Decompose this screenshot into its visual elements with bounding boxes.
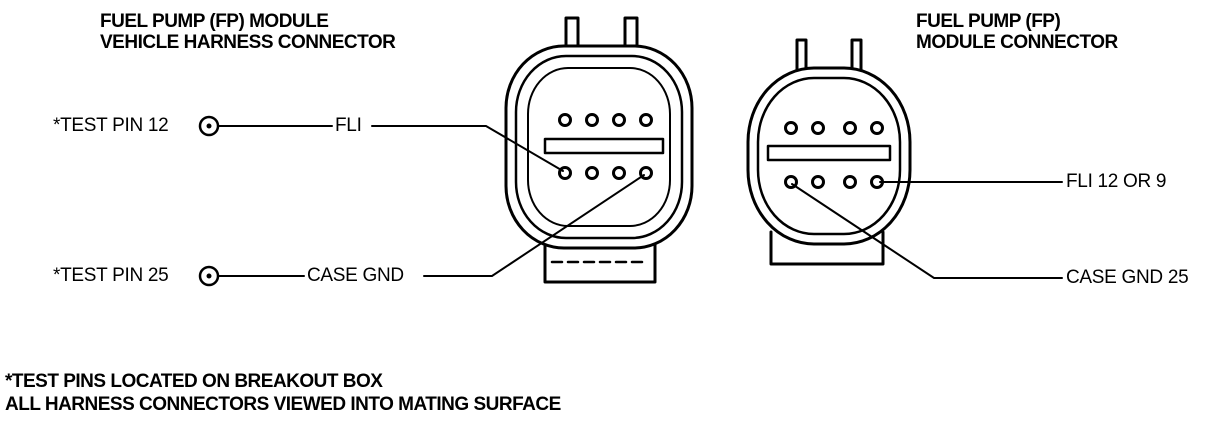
harness-shell-outer: [504, 44, 694, 250]
module-pin: [811, 175, 825, 189]
module-peg-left: [795, 38, 808, 74]
module-fli-label: FLI 12 OR 9: [1066, 171, 1167, 192]
harness-fli-label: FLI: [335, 115, 362, 136]
harness-pin: [558, 113, 572, 127]
harness-base: [543, 236, 657, 284]
module-pin: [784, 121, 798, 135]
module-pin-case-gnd: [784, 175, 798, 189]
harness-pin: [612, 166, 626, 180]
wire-module-case-gnd: [791, 183, 1063, 279]
module-shell-inner: [756, 76, 902, 236]
module-peg-right: [850, 38, 863, 74]
harness-pin: [612, 113, 626, 127]
harness-latch-left: [564, 16, 580, 58]
module-case-gnd-label: CASE GND 25: [1066, 267, 1189, 288]
harness-pin-case-gnd: [639, 166, 653, 180]
footnote-viewing: ALL HARNESS CONNECTORS VIEWED INTO MATIN…: [5, 394, 561, 415]
wire-harness-fli: [371, 125, 564, 172]
test-pin-25-symbol: [198, 265, 220, 287]
harness-title-line2: VEHICLE HARNESS CONNECTOR: [100, 32, 396, 53]
module-key-bar: [766, 144, 892, 162]
harness-face: [527, 67, 671, 227]
module-base: [769, 230, 885, 266]
harness-pin: [585, 113, 599, 127]
module-connector: [746, 38, 912, 266]
module-pin: [843, 175, 857, 189]
module-title-line2: MODULE CONNECTOR: [916, 32, 1118, 53]
test-pin-25-label: *TEST PIN 25: [53, 265, 169, 286]
harness-pin-fli: [558, 166, 572, 180]
module-pin: [870, 121, 884, 135]
harness-pin: [639, 113, 653, 127]
module-pin: [843, 121, 857, 135]
harness-title-line1: FUEL PUMP (FP) MODULE: [100, 11, 329, 32]
harness-case-gnd-label: CASE GND: [307, 265, 404, 286]
footnote-test-pins: *TEST PINS LOCATED ON BREAKOUT BOX: [5, 371, 383, 392]
test-pin-12-symbol: [198, 115, 220, 137]
wire-harness-case-gnd: [423, 174, 645, 277]
harness-key-bar: [543, 137, 665, 155]
harness-connector: [504, 16, 694, 284]
harness-shell-inner: [514, 54, 684, 240]
module-shell-outer: [746, 66, 912, 246]
module-title-line1: FUEL PUMP (FP): [916, 11, 1061, 32]
module-pin: [811, 121, 825, 135]
harness-pin: [585, 166, 599, 180]
harness-latch-right: [623, 16, 639, 58]
test-pin-12-label: *TEST PIN 12: [53, 115, 169, 136]
